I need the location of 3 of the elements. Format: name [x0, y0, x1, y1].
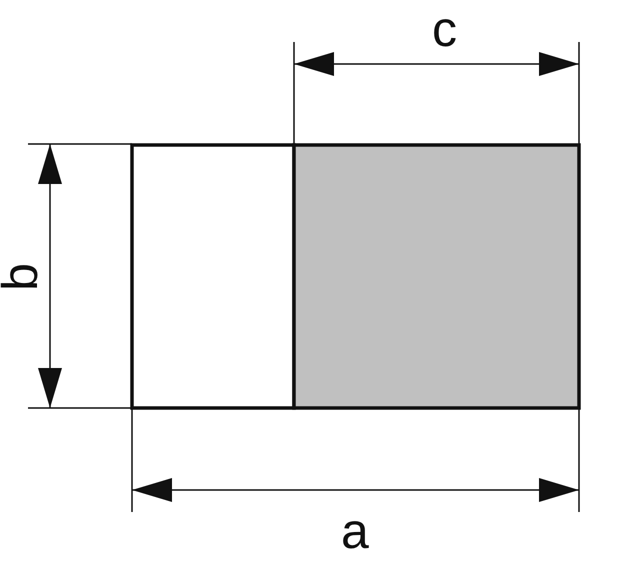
- dimension-label: c: [432, 4, 457, 54]
- dimension-label: a: [341, 506, 369, 556]
- dimension-label: b: [0, 263, 45, 291]
